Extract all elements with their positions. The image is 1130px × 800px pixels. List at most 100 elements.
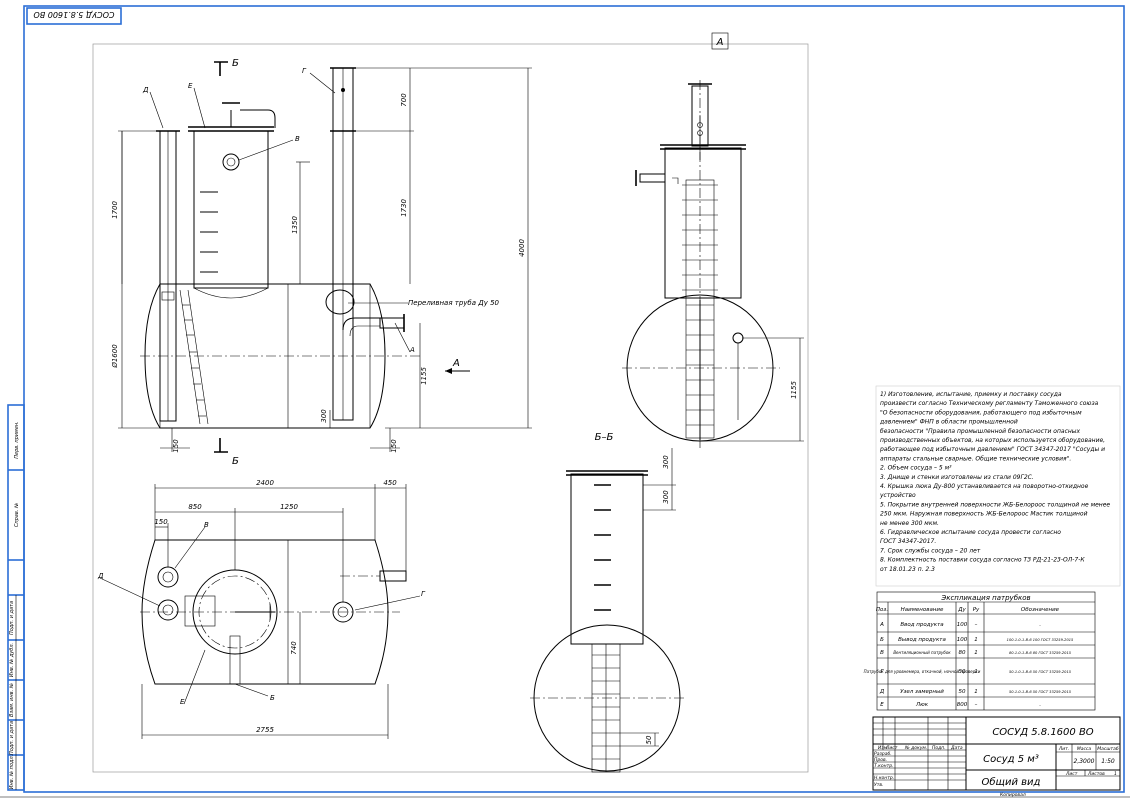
table-cell: Патрубок для уровнемера, откачной, ночно… bbox=[864, 669, 981, 674]
tb-mass-label: Масса bbox=[1077, 746, 1092, 752]
tb-sheets: 1 bbox=[1114, 771, 1117, 777]
table-cell: – bbox=[1039, 703, 1041, 707]
tb-person-4: Утв. bbox=[874, 782, 883, 788]
note-line: от 18.01.23 п. 2.3 bbox=[880, 566, 935, 573]
drawing-area bbox=[92, 43, 809, 773]
pipe-note: Переливная труба Ду 50 bbox=[408, 299, 500, 307]
dim-plan-740: 740 bbox=[290, 641, 298, 655]
note-line: 3. Днище и стенки изготовлены из стали 0… bbox=[880, 474, 1034, 481]
table-cell: 1 bbox=[974, 637, 978, 643]
table-cell: Ввод продукта bbox=[900, 622, 944, 628]
label-d-plan: Д bbox=[97, 572, 104, 580]
tb-sheets-label: Листов bbox=[1087, 771, 1105, 777]
table-header-cell: Наименование bbox=[901, 607, 944, 613]
table-cell: 100 bbox=[957, 637, 968, 643]
note-line: 4. Крышка люка Ду-800 устанавливается на… bbox=[880, 483, 1089, 490]
table-cell: – bbox=[975, 702, 978, 708]
nozzle-table-title: Экспликация патрубков bbox=[940, 594, 1030, 602]
tb-role-4: Дата bbox=[950, 745, 963, 751]
dim-plan-450: 450 bbox=[383, 479, 397, 487]
label-e-front: Е bbox=[188, 82, 193, 90]
dim-front-dia: Ø1600 bbox=[111, 344, 119, 369]
dim-plan-1250: 1250 bbox=[280, 503, 298, 511]
label-v-plan: В bbox=[204, 521, 209, 529]
tb-person-2: Т.контр. bbox=[874, 763, 894, 769]
table-header-cell: Обозначение bbox=[1021, 607, 1060, 613]
dim-front-1730: 1730 bbox=[400, 199, 408, 217]
dim-plan-2755: 2755 bbox=[256, 726, 274, 734]
section-bb-title: Б–Б bbox=[595, 432, 614, 443]
dim-plan-150: 150 bbox=[154, 518, 168, 526]
table-cell: 50 bbox=[959, 689, 966, 695]
tb-format: Копировал bbox=[1000, 792, 1026, 798]
view-a-mark: А bbox=[716, 37, 724, 48]
note-line: 5. Покрытие внутренней поверхности ЖБ-Бе… bbox=[880, 501, 1110, 508]
section-bb: Б–Б 300 300 50 bbox=[530, 432, 685, 773]
table-header-cell: Ру bbox=[973, 607, 980, 613]
arrow-a-label: А bbox=[452, 358, 460, 369]
tb-person-0: Разраб. bbox=[874, 751, 892, 757]
table-cell: 80 bbox=[959, 650, 966, 656]
label-g-plan: Г bbox=[421, 590, 426, 598]
table-cell: А bbox=[879, 622, 884, 628]
table-cell: 50-1-0-1-В-6 50 ГОСТ 33259-2015 bbox=[1009, 670, 1072, 674]
table-cell: 1 bbox=[974, 650, 978, 656]
table-cell: Б bbox=[880, 637, 884, 643]
dim-front-1700: 1700 bbox=[111, 201, 119, 219]
table-cell: – bbox=[975, 622, 978, 628]
front-view: Б Б bbox=[111, 58, 532, 467]
note-line: не менее 300 мкм. bbox=[880, 520, 939, 527]
side-stamp-1: Справ. № bbox=[14, 503, 20, 527]
side-view-a: 1155 bbox=[622, 80, 804, 448]
tb-person-1: Пров. bbox=[874, 757, 887, 763]
note-line: давлением" ФНП в области промышленной bbox=[879, 419, 1018, 426]
note-line: произвести согласно Техническому регламе… bbox=[880, 400, 1099, 407]
dim-front-150-right: 150 bbox=[390, 439, 398, 453]
label-v-front: В bbox=[295, 135, 300, 143]
table-cell: Д bbox=[879, 689, 885, 695]
note-line: 8. Комплектность поставки сосуда согласн… bbox=[880, 557, 1085, 564]
tb-scale: 1:50 bbox=[1101, 758, 1115, 765]
left-side-stamps: Перв. примен. Справ. № Подп. и дата Инв.… bbox=[7, 404, 25, 791]
plan-view: Д В Г Е Б 2400 450 850 1250 150 740 2755 bbox=[97, 479, 426, 739]
side-stamp-4: Взам. инв. № bbox=[9, 683, 15, 717]
table-cell: 1 bbox=[974, 689, 978, 695]
side-stamp-0: Перв. примен. bbox=[14, 421, 20, 459]
notes-block: 1) Изготовление, испытание, приемку и по… bbox=[875, 385, 1121, 587]
table-cell: Г bbox=[880, 669, 884, 675]
tb-sheet-label: Лист bbox=[1065, 771, 1078, 777]
table-cell: 100-1-0-1-В-6 100 ГОСТ 33259-2015 bbox=[1007, 638, 1074, 642]
code-stamp-box bbox=[26, 7, 122, 25]
side-stamp-6: Инв. № подл. bbox=[9, 755, 15, 790]
note-line: "О безопасности оборудования, работающег… bbox=[880, 409, 1082, 416]
dim-front-1350: 1350 bbox=[291, 216, 299, 234]
tb-code: СОСУД 5.8.1600 ВО bbox=[992, 727, 1093, 738]
section-mark-top: Б bbox=[232, 58, 239, 69]
dim-front-700: 700 bbox=[400, 93, 408, 107]
dim-section-300a: 300 bbox=[662, 455, 670, 469]
note-line: устройство bbox=[879, 492, 916, 499]
title-block: Изм. Лист № докум. Подп. Дата Разраб. Пр… bbox=[872, 716, 1121, 798]
note-line: работающее под избыточным давлением" ГОС… bbox=[879, 446, 1105, 453]
table-header-cell: Поз. bbox=[876, 607, 888, 613]
section-mark-bottom: Б bbox=[232, 456, 239, 467]
dim-front-300: 300 bbox=[320, 409, 328, 423]
table-cell: Люк bbox=[915, 702, 929, 708]
side-stamp-3: Инв. № дубл. bbox=[9, 643, 15, 677]
tb-view: Общий вид bbox=[982, 776, 1041, 788]
note-line: ГОСТ 34347-2017. bbox=[880, 538, 936, 545]
dim-section-300b: 300 bbox=[662, 490, 670, 504]
tb-role-0: Изм. bbox=[878, 745, 889, 751]
dim-front-1155: 1155 bbox=[420, 367, 428, 385]
table-cell: Е bbox=[880, 702, 884, 708]
table-cell: 1 bbox=[974, 669, 978, 675]
table-cell: 800 bbox=[957, 702, 968, 708]
table-header-cell: Ду bbox=[957, 607, 966, 613]
side-stamp-2: Подп. и дата bbox=[9, 601, 15, 635]
table-cell: 50 bbox=[959, 669, 966, 675]
tb-person-3: Н.контр. bbox=[874, 775, 894, 781]
note-line: безопасности "Правила промышленной безоп… bbox=[880, 428, 1081, 435]
dim-side-1155: 1155 bbox=[790, 381, 798, 399]
tb-role-1: Лист bbox=[885, 745, 898, 751]
dim-front-150-left: 150 bbox=[172, 439, 180, 453]
